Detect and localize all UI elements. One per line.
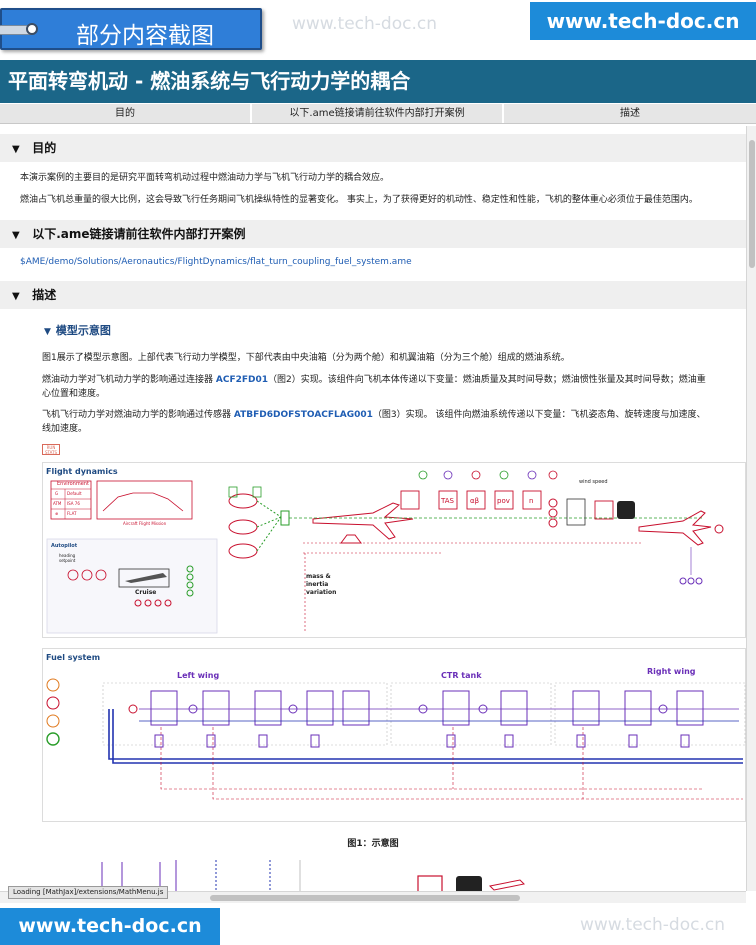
env-tag-flat: ⊕ xyxy=(55,511,59,516)
horizontal-scrollbar[interactable] xyxy=(0,891,746,903)
ctr-tank-label: CTR tank xyxy=(441,671,482,680)
fuel-system-schematic xyxy=(46,678,746,800)
page-title: 平面转弯机动 - 燃油系统与飞行动力学的耦合 xyxy=(0,60,756,103)
collapse-triangle-icon: ▼ xyxy=(12,230,20,241)
note-line: variation xyxy=(306,589,337,596)
sensor-label-n: n xyxy=(529,497,533,505)
content-area: ▼ 目的 本演示案例的主要目的是研究平面转弯机动过程中燃油动力学与飞机飞行动力学… xyxy=(0,126,746,891)
purpose-paragraph-2: 燃油占飞机总重量的很大比例，这会导致飞行任务期间飞机操纵特性的显著变化。 事实上… xyxy=(20,195,698,205)
paragraph-text: 燃油动力学对飞机动力学的影响通过连接器 xyxy=(42,375,216,385)
note-line: mass & xyxy=(306,573,331,580)
site-badge-bottom: www.tech-doc.cn xyxy=(0,908,220,945)
sensor-label-tas: TAS xyxy=(440,497,455,505)
description-paragraph-2: 燃油动力学对飞机动力学的影响通过连接器 ACF2FD01（图2）实现。该组件向飞… xyxy=(42,373,712,401)
mission-label: Aircraft Flight Mission xyxy=(123,521,167,526)
env-row-flat: FLAT xyxy=(67,511,77,516)
site-badge-top: www.tech-doc.cn xyxy=(530,2,756,40)
note-line: inertia xyxy=(306,581,329,588)
vertical-scroll-thumb[interactable] xyxy=(749,140,755,268)
autopilot-label: Autopilot xyxy=(51,543,78,549)
left-wing-label: Left wing xyxy=(177,671,220,680)
paragraph-text: 飞机飞行动力学对燃油动力学的影响通过传感器 xyxy=(42,410,234,420)
description-paragraph-1: 图1展示了模型示意图。上部代表飞行动力学模型，下部代表由中央油箱（分为两个舱）和… xyxy=(42,353,570,363)
section-header-description[interactable]: ▼ 描述 xyxy=(0,281,746,309)
wind-speed-label: wind speed xyxy=(579,479,608,485)
env-tag-g: G xyxy=(55,491,59,496)
environment-label: Environment xyxy=(57,481,89,487)
paragraph-text: （图2）实现。该组件向飞机本体传递以下变量：燃油质量及其时间导数；燃油惯性张量及… xyxy=(42,375,706,399)
subsection-title-model-diagram: 模型示意图 xyxy=(55,324,111,337)
run-stats-badge[interactable]: RUN STATS xyxy=(42,444,60,455)
purpose-paragraph-1: 本演示案例的主要目的是研究平面转弯机动过程中燃油动力学与飞机飞行动力学的耦合效应… xyxy=(20,173,390,183)
tab-description[interactable]: 描述 xyxy=(504,104,756,123)
section-title-description: 描述 xyxy=(32,288,57,302)
flight-dynamics-panel: Flight dynamics xyxy=(42,462,746,638)
partial-screenshot-label: 部分内容截图 xyxy=(76,23,214,49)
section-tabs: 目的 以下.ame链接请前往软件内部打开案例 描述 xyxy=(0,104,756,124)
flight-dynamics-schematic: TAS αβ pov n xyxy=(46,470,724,634)
pin-head-icon xyxy=(26,23,38,35)
component-code-sensor: ATBFD6DOFSTOACFLAG001 xyxy=(233,410,373,420)
right-wing-label: Right wing xyxy=(647,667,696,676)
section-header-purpose[interactable]: ▼ 目的 xyxy=(0,134,746,162)
collapse-triangle-icon: ▼ xyxy=(12,291,20,302)
top-watermark-strip: 部分内容截图 www.tech-doc.cn www.tech-doc.cn xyxy=(0,0,756,58)
horizontal-scroll-thumb[interactable] xyxy=(210,895,520,901)
ame-file-path-link[interactable]: $AME/demo/Solutions/Aeronautics/FlightDy… xyxy=(20,257,412,267)
sensor-label-pov: pov xyxy=(497,497,510,505)
faint-watermark-top: www.tech-doc.cn xyxy=(292,14,437,34)
env-row-default: Default xyxy=(67,491,82,496)
tab-ame-link[interactable]: 以下.ame链接请前往软件内部打开案例 xyxy=(252,104,504,123)
section-title-ame-link: 以下.ame链接请前往软件内部打开案例 xyxy=(32,227,246,241)
vertical-scrollbar[interactable] xyxy=(746,126,756,891)
collapse-triangle-icon: ▼ xyxy=(12,144,20,155)
fuel-system-title: Fuel system xyxy=(46,653,101,662)
fuel-system-panel: Fuel system Left wing CTR tank Right win… xyxy=(42,648,746,822)
cruise-label: Cruise xyxy=(135,589,157,596)
next-figure-partial xyxy=(101,860,526,891)
flight-dynamics-title: Flight dynamics xyxy=(46,467,118,476)
sensor-label-alpha-beta: αβ xyxy=(470,497,479,505)
env-row-isa: ISA 76 xyxy=(67,501,80,506)
mass-inertia-note: mass & inertia variation xyxy=(306,573,336,597)
collapse-triangle-icon: ▼ xyxy=(44,327,51,337)
description-paragraph-3: 飞机飞行动力学对燃油动力学的影响通过传感器 ATBFD6DOFSTOACFLAG… xyxy=(42,408,712,436)
section-header-ame-link[interactable]: ▼ 以下.ame链接请前往软件内部打开案例 xyxy=(0,220,746,248)
component-code-acf2fd01: ACF2FD01 xyxy=(215,375,268,385)
partial-screenshot-badge: 部分内容截图 xyxy=(0,8,262,50)
subsection-header-model-diagram[interactable]: ▼ 模型示意图 xyxy=(44,322,111,338)
faint-watermark-bottom: www.tech-doc.cn xyxy=(580,915,725,935)
heading-setpoint-label: heading setpoint xyxy=(59,553,76,563)
paragraph-text: （图3）实现。 该组件向燃油系统传递以下变量：飞机姿态角、旋转速度与加速度、线加… xyxy=(42,410,706,434)
env-tag-atm: ATM xyxy=(53,501,62,506)
tab-purpose[interactable]: 目的 xyxy=(0,104,252,123)
mathjax-loading-status: Loading [MathJax]/extensions/MathMenu.js xyxy=(8,886,169,899)
section-title-purpose: 目的 xyxy=(32,141,57,155)
figure-caption: 图1：示意图 xyxy=(347,839,399,849)
